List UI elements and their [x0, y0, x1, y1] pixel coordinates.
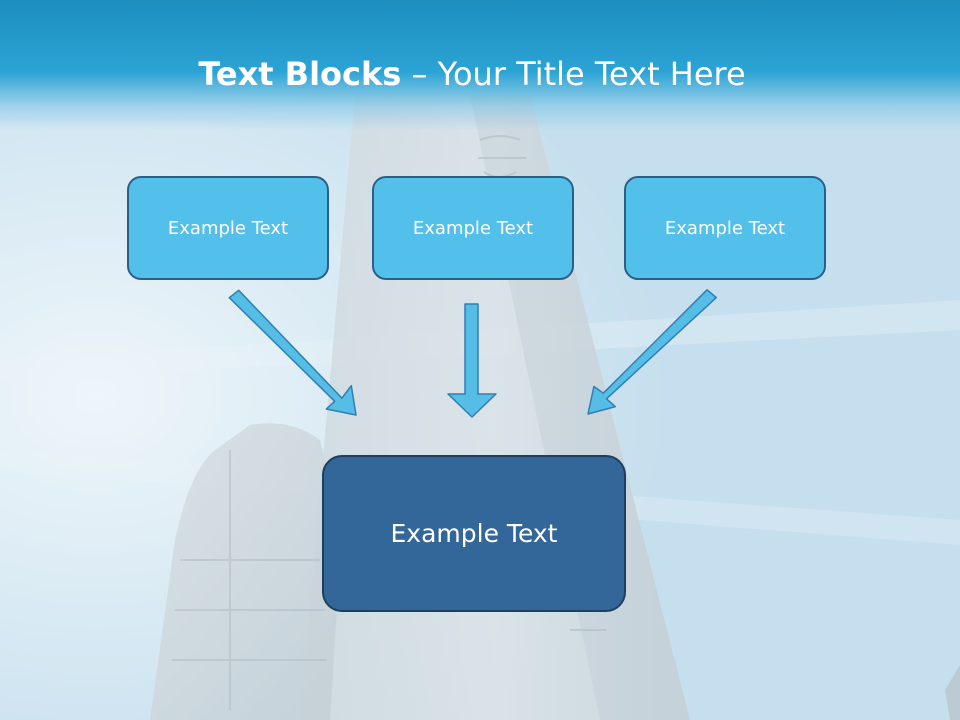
title-dash: – [411, 55, 428, 93]
text-block-top-center-label: Example Text [412, 217, 534, 239]
statue-shape [150, 423, 340, 720]
text-block-bottom[interactable]: Example Text [322, 455, 626, 612]
text-block-top-right[interactable]: Example Text [624, 176, 826, 280]
text-block-top-center[interactable]: Example Text [372, 176, 574, 280]
arrow-center [447, 303, 497, 418]
arrow-left [228, 289, 357, 416]
text-block-top-right-label: Example Text [664, 217, 786, 239]
arrow-right [587, 289, 718, 415]
title-rest: Your Title Text Here [437, 55, 746, 93]
text-block-top-left-label: Example Text [167, 217, 289, 239]
title-bar [0, 0, 960, 130]
slide-title: Text Blocks – Your Title Text Here [0, 52, 944, 96]
text-block-bottom-label: Example Text [390, 519, 558, 548]
text-block-top-left[interactable]: Example Text [127, 176, 329, 280]
title-bold: Text Blocks [198, 55, 402, 93]
